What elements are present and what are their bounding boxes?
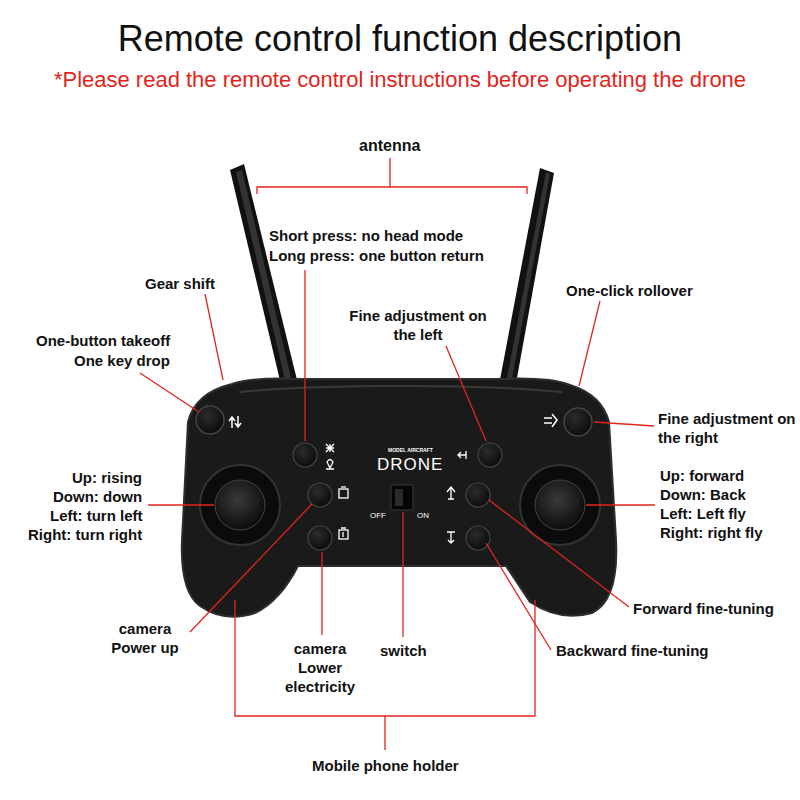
page-title: Remote control function description	[0, 18, 800, 60]
shoulder-buttons	[196, 406, 592, 436]
switch-mark: OFF	[370, 511, 386, 521]
stick-function: Right: right fly	[660, 523, 762, 542]
stick-function: Left: Left fly	[660, 504, 746, 523]
function-label: camera Power up	[102, 619, 188, 657]
brand-subtext: MODEL AIRCRAFT	[388, 447, 433, 453]
part-label: Mobile phone holder	[312, 756, 459, 775]
button-icons	[326, 444, 466, 543]
function-label: One-button takeoff	[36, 331, 170, 350]
function-label: Forward fine-tuning	[633, 599, 774, 618]
power-switch	[391, 485, 413, 510]
stick-function: Up: rising	[72, 468, 142, 487]
stick-function: Up: forward	[660, 466, 744, 485]
function-label: Backward fine-tuning	[556, 641, 709, 660]
function-label: Fine adjustment on the left	[343, 306, 493, 344]
switch-mark: ON	[417, 511, 429, 521]
stick-function: Left: turn left	[50, 506, 142, 525]
warning-note: *Please read the remote control instruct…	[50, 66, 750, 93]
remote-body	[182, 379, 616, 617]
stick-function: Down: down	[53, 487, 142, 506]
part-label: Gear shift	[145, 274, 215, 293]
stick-function: Down: Back	[660, 485, 746, 504]
joysticks	[200, 465, 600, 545]
function-label: camera Lower electricity	[272, 639, 368, 696]
function-buttons	[293, 443, 502, 550]
function-label: Long press: one button return	[269, 246, 484, 265]
part-label: antenna	[359, 136, 420, 155]
leader-lines	[140, 158, 655, 750]
stick-function: Right: turn right	[28, 525, 142, 544]
function-label: One-click rollover	[566, 281, 693, 300]
brand-logo: DRONE	[377, 455, 443, 475]
body-highlight	[240, 386, 562, 392]
function-label: One key drop	[74, 351, 170, 370]
antenna-pair	[230, 164, 554, 389]
function-label: Fine adjustment on the right	[658, 409, 796, 447]
part-label: switch	[380, 641, 427, 660]
function-label: Short press: no head mode	[269, 226, 463, 245]
